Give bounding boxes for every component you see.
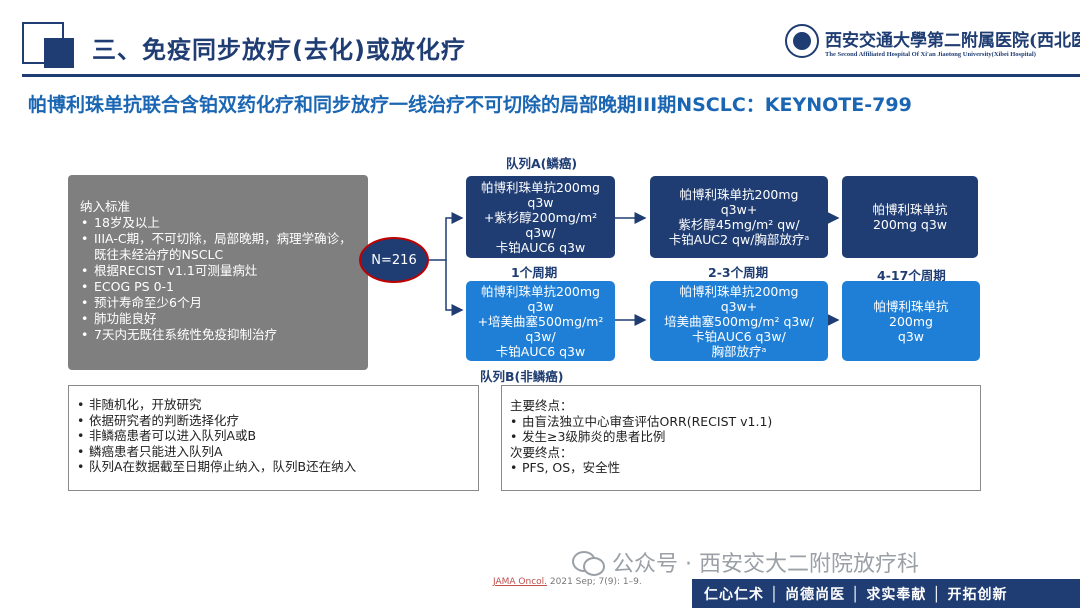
cohort-a-concurrent-text: 帕博利珠单抗200mg q3w+ 紫杉醇45mg/m² qw/ 卡铂AUC2 q… [668,187,810,247]
list-item: 根据RECIST v1.1可测量病灶 [80,263,358,279]
slide-subtitle: 帕博利珠单抗联合含铂双药化疗和同步放疗一线治疗不可切除的局部晚期III期NSCL… [28,94,912,116]
sample-size-oval: N=216 [359,237,429,283]
list-item: 7天内无既往系统性免疫抑制治疗 [80,327,358,343]
list-item: 非鳞癌患者可以进入队列A或B [77,428,478,444]
cohort-b-induction-box: 帕博利珠单抗200mg q3w +培美曲塞500mg/m² q3w/ 卡铂AUC… [466,281,615,361]
cohort-a-maintenance-box: 帕博利珠单抗 200mg q3w [842,176,978,258]
cycle-label-3: 4-17个周期 [877,268,946,283]
hospital-logo: 西安交通大學第二附属医院(西北医院) The Second Affiliated… [785,24,1080,68]
list-item: IIIA-C期，不可切除，局部晚期，病理学确诊，既往未经治疗的NSCLC [80,231,358,263]
citation-details: 2021 Sep; 7(9): 1–9. [547,577,642,587]
cycle-label-1: 1个周期 [511,265,558,280]
list-item: PFS, OS，安全性 [510,460,980,476]
cohort-b-maintenance-text: 帕博利珠单抗 200mg q3w [873,298,949,344]
list-item: 队列A在数据截至日期停止纳入，队列B还在纳入 [77,459,478,475]
cohort-a-induction-text: 帕博利珠单抗200mg q3w +紫杉醇200mg/m² q3w/ 卡铂AUC6… [481,179,600,255]
cohort-b-label: 队列B(非鳞癌) [480,369,564,384]
citation: JAMA Oncol. 2021 Sep; 7(9): 1–9. [493,577,642,587]
watermark-text: 公众号 · 西安交大二附院放疗科 [612,552,919,577]
arrow-n-to-cohort-b [445,260,464,316]
wechat-icon [572,549,605,576]
wechat-watermark: 公众号 · 西安交大二附院放疗科 [572,546,919,578]
footer-motto-bar: 仁心仁术 │ 尚德尚医 │ 求实奉献 │ 开拓创新 [692,579,1080,608]
cohort-b-concurrent-box: 帕博利珠单抗200mg q3w+ 培美曲塞500mg/m² q3w/ 卡铂AUC… [650,281,828,361]
cycle-label-2: 2-3个周期 [708,265,769,280]
inclusion-criteria-box: 纳入标准 18岁及以上 IIIA-C期，不可切除，局部晚期，病理学确诊，既往未经… [68,175,368,370]
header-decoration-fill [44,38,74,68]
hospital-name-en: The Second Affiliated Hospital Of Xi'an … [825,51,1036,58]
inclusion-criteria-list: 18岁及以上 IIIA-C期，不可切除，局部晚期，病理学确诊，既往未经治疗的NS… [80,215,358,343]
cohort-b-concurrent-text: 帕博利珠单抗200mg q3w+ 培美曲塞500mg/m² q3w/ 卡铂AUC… [664,283,814,359]
primary-endpoints-heading: 主要终点： [510,398,573,413]
citation-journal-link[interactable]: JAMA Oncol. [493,577,548,587]
list-item: ECOG PS 0-1 [80,279,358,295]
cohort-a-maintenance-text: 帕博利珠单抗 200mg q3w [872,202,948,232]
study-notes-box: 非随机化，开放研究 依据研究者的判断选择化疗 非鳞癌患者可以进入队列A或B 鳞癌… [68,385,479,491]
list-item: 18岁及以上 [80,215,358,231]
endpoints-box: 主要终点： 由盲法独立中心审查评估ORR(RECIST v1.1) 发生≥3级肺… [501,385,981,491]
list-item: 鳞癌患者只能进入队列A [77,444,478,460]
list-item: 由盲法独立中心审查评估ORR(RECIST v1.1) [510,414,980,430]
footer-motto: 仁心仁术 │ 尚德尚医 │ 求实奉献 │ 开拓创新 [704,586,1008,603]
hospital-emblem-icon [785,24,819,58]
list-item: 预计寿命至少6个月 [80,295,358,311]
list-item: 发生≥3级肺炎的患者比例 [510,429,980,445]
inclusion-criteria-heading: 纳入标准 [80,199,131,214]
arrow-n-to-cohort-a [429,212,464,261]
endpoints-list: 主要终点： 由盲法独立中心审查评估ORR(RECIST v1.1) 发生≥3级肺… [510,398,980,476]
cohort-a-label: 队列A(鳞癌) [506,156,578,171]
header-divider [22,74,1080,77]
cohort-a-induction-box: 帕博利珠单抗200mg q3w +紫杉醇200mg/m² q3w/ 卡铂AUC6… [466,176,615,258]
cohort-b-maintenance-box: 帕博利珠单抗 200mg q3w [842,281,980,361]
cohort-a-concurrent-box: 帕博利珠单抗200mg q3w+ 紫杉醇45mg/m² qw/ 卡铂AUC2 q… [650,176,828,258]
cohort-b-induction-text: 帕博利珠单抗200mg q3w +培美曲塞500mg/m² q3w/ 卡铂AUC… [477,283,604,359]
study-notes-list: 非随机化，开放研究 依据研究者的判断选择化疗 非鳞癌患者可以进入队列A或B 鳞癌… [77,397,478,475]
list-item: 依据研究者的判断选择化疗 [77,413,478,429]
hospital-name-cn: 西安交通大學第二附属医院(西北医院) [825,31,1080,51]
secondary-endpoints-heading: 次要终点： [510,444,573,460]
slide-title: 三、免疫同步放疗(去化)或放化疗 [92,36,466,64]
list-item: 非随机化，开放研究 [77,397,478,413]
sample-size-label: N=216 [371,252,417,268]
list-item: 肺功能良好 [80,311,358,327]
